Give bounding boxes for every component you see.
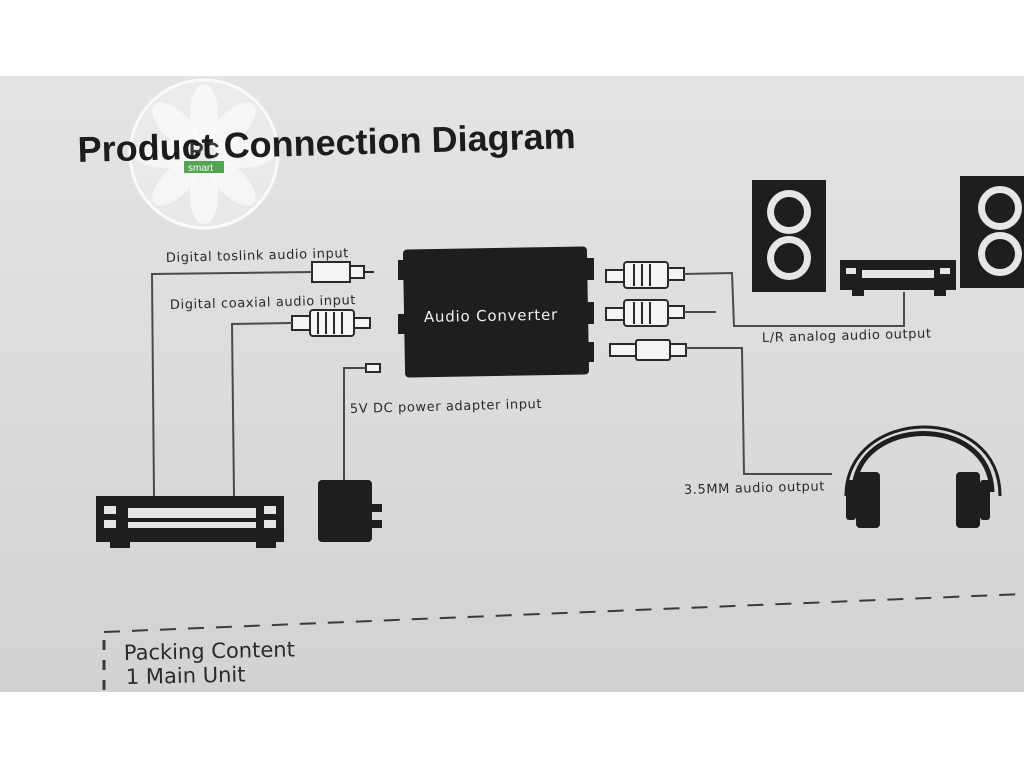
label-coaxial-input: Digital coaxial audio input: [170, 293, 357, 313]
watermark-brand: PC: [189, 138, 220, 163]
speaker-right-icon: [960, 176, 1024, 288]
connection-diagram: PC smart Product Connection Diagram Digi…: [77, 78, 1024, 692]
dvd-player-icon: [96, 496, 284, 548]
toslink-plug-icon: [311, 261, 374, 283]
watermark-sub: smart: [188, 163, 213, 174]
label-mm35-output: 3.5MM audio output: [684, 479, 825, 498]
wire-left-output: [683, 271, 905, 327]
wire-mm35-output: [686, 347, 832, 475]
dashed-separator: [103, 593, 1024, 633]
packing-item: 1 Main Unit: [126, 662, 246, 688]
package-photo: PC smart Product Connection Diagram Digi…: [0, 76, 1024, 692]
wire-toslink: [150, 271, 313, 497]
label-power-input: 5V DC power adapter input: [350, 397, 543, 417]
packing-heading: Packing Content: [124, 637, 295, 665]
audio-converter-box: Audio Converter: [398, 246, 594, 378]
headphones-icon: [844, 425, 1002, 528]
label-toslink-input: Digital toslink audio input: [166, 246, 349, 266]
rca-plug-right-icon: [605, 299, 685, 327]
mm35-plug-icon: [609, 339, 687, 361]
rca-plug-left-icon: [605, 261, 685, 289]
speaker-left-icon: [752, 180, 826, 292]
power-adapter-icon: [318, 363, 382, 542]
label-analog-output: L/R analog audio output: [762, 327, 932, 346]
coaxial-plug-icon: [291, 309, 371, 337]
amplifier-icon: [840, 260, 956, 296]
watermark-logo: PC smart: [128, 78, 280, 230]
wire-coaxial: [230, 322, 293, 497]
converter-label: Audio Converter: [424, 306, 558, 326]
